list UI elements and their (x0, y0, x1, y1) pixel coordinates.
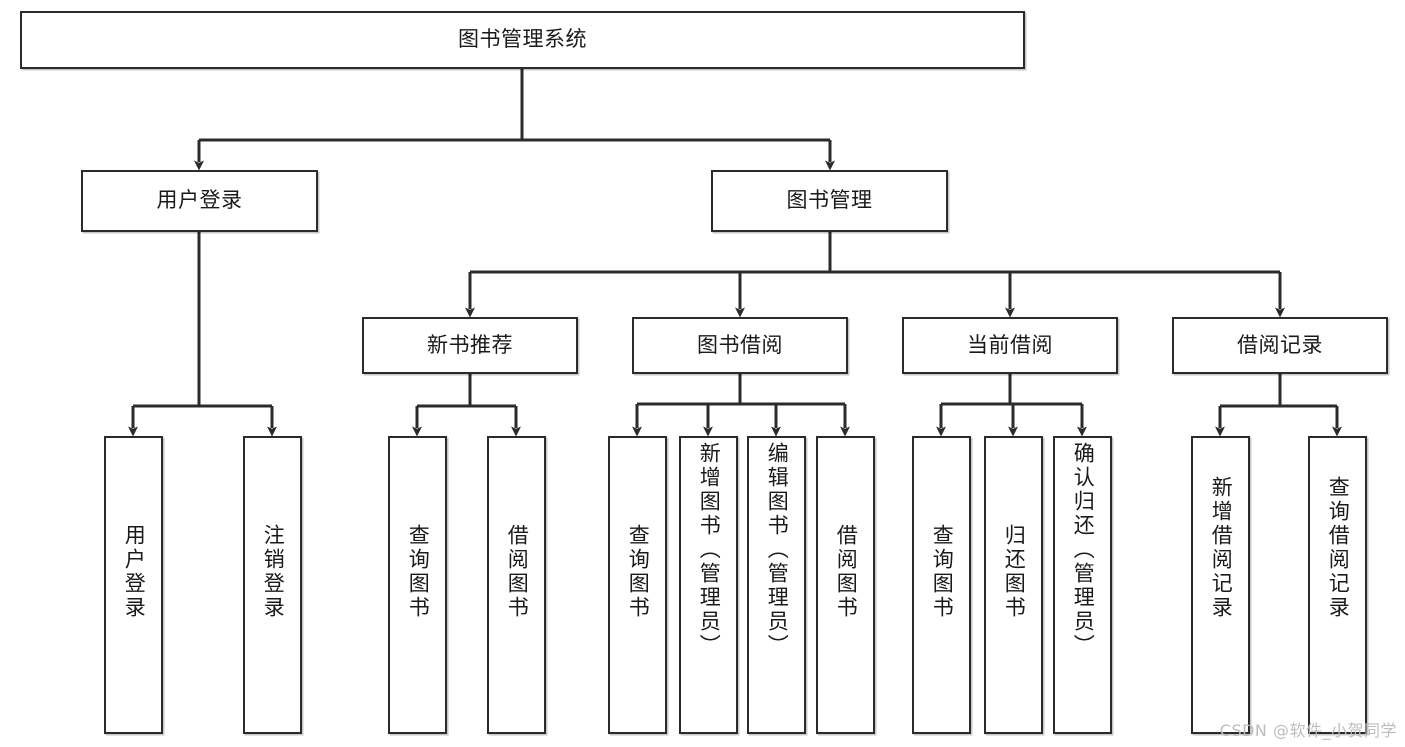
node-root[interactable]: 图书管理系统 (20, 11, 1025, 69)
node-user-login[interactable]: 用户登录 (81, 170, 318, 232)
node-leaf-query-book-new[interactable]: 查询图书 (388, 436, 447, 734)
node-book-management-label: 图书管理 (786, 188, 873, 213)
node-leaf-add-record-label: 新增借阅记录 (1209, 476, 1234, 620)
node-leaf-borrow-book[interactable]: 借阅图书 (816, 436, 875, 734)
node-leaf-return-book-label: 归还图书 (1002, 524, 1027, 620)
node-leaf-query-record[interactable]: 查询借阅记录 (1308, 436, 1367, 734)
node-leaf-query-book-borrow[interactable]: 查询图书 (608, 436, 667, 734)
node-user-login-label: 用户登录 (156, 188, 243, 213)
node-leaf-borrow-book-label: 借阅图书 (834, 524, 859, 620)
node-leaf-borrow-book-new-label: 借阅图书 (505, 524, 530, 620)
node-leaf-return-book[interactable]: 归还图书 (984, 436, 1043, 734)
node-leaf-confirm-return[interactable]: 确认归还（管理员） (1053, 436, 1112, 734)
node-leaf-query-book-borrow-label: 查询图书 (626, 524, 651, 620)
node-leaf-add-record[interactable]: 新增借阅记录 (1191, 436, 1250, 734)
node-new-book-recommend[interactable]: 新书推荐 (362, 317, 578, 374)
node-leaf-edit-book[interactable]: 编辑图书（管理员） (747, 436, 806, 734)
node-leaf-add-book[interactable]: 新增图书（管理员） (679, 436, 738, 734)
node-leaf-logout-label: 注销登录 (261, 524, 286, 620)
node-leaf-logout[interactable]: 注销登录 (243, 436, 302, 734)
node-root-label: 图书管理系统 (458, 27, 587, 52)
csdn-watermark: CSDN @软件_小贺同学 (1219, 721, 1397, 740)
node-borrow-records-label: 借阅记录 (1237, 332, 1323, 357)
node-leaf-borrow-book-new[interactable]: 借阅图书 (487, 436, 546, 734)
node-leaf-query-book-current[interactable]: 查询图书 (912, 436, 971, 734)
node-leaf-edit-book-label: 编辑图书（管理员） (765, 442, 790, 658)
node-leaf-query-book-new-label: 查询图书 (406, 524, 431, 620)
node-borrow-records[interactable]: 借阅记录 (1172, 317, 1388, 374)
node-leaf-query-record-label: 查询借阅记录 (1326, 476, 1351, 620)
node-book-borrow[interactable]: 图书借阅 (632, 317, 848, 374)
node-current-borrow-label: 当前借阅 (967, 332, 1053, 357)
node-leaf-user-login[interactable]: 用户登录 (104, 436, 163, 734)
node-new-book-recommend-label: 新书推荐 (427, 332, 513, 357)
node-leaf-add-book-label: 新增图书（管理员） (697, 442, 722, 658)
node-book-borrow-label: 图书借阅 (697, 332, 783, 357)
node-book-management[interactable]: 图书管理 (711, 170, 948, 232)
node-leaf-user-login-label: 用户登录 (122, 524, 147, 620)
node-leaf-confirm-return-label: 确认归还（管理员） (1071, 442, 1096, 658)
node-current-borrow[interactable]: 当前借阅 (902, 317, 1118, 374)
node-leaf-query-book-current-label: 查询图书 (930, 524, 955, 620)
